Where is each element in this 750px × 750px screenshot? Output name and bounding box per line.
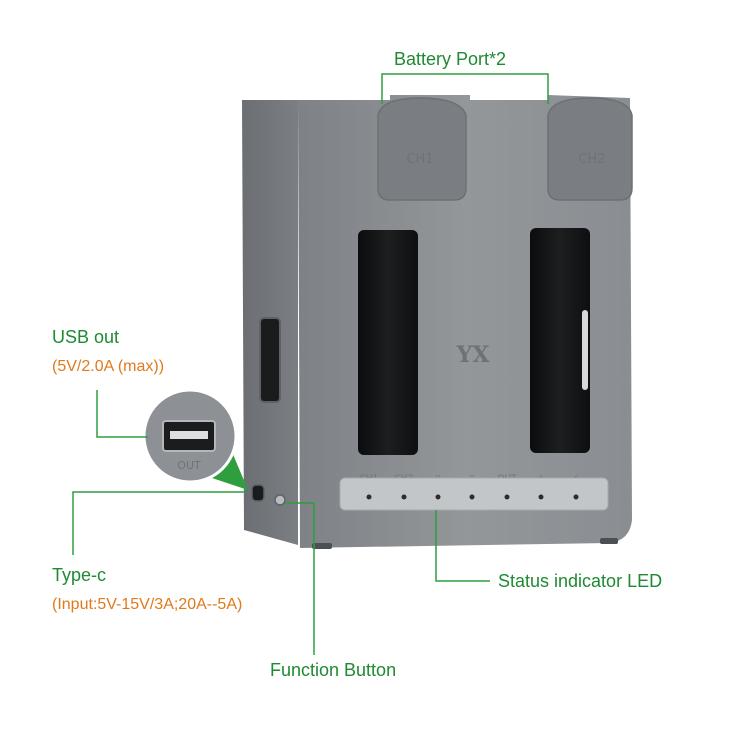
window-right xyxy=(530,228,590,453)
usb-port-tongue xyxy=(170,431,208,439)
leader-type-c xyxy=(72,491,246,555)
usb-port-label: OUT xyxy=(177,459,201,472)
port-label-ch1: CH1 xyxy=(406,152,433,167)
leader-status-led xyxy=(435,510,490,582)
leader-lines xyxy=(72,73,549,655)
label-battery-port: Battery Port*2 xyxy=(394,49,507,69)
leader-battery-port xyxy=(381,73,549,104)
function-button xyxy=(274,494,286,506)
led-dot xyxy=(469,494,475,500)
label-type-c-title: Type-c xyxy=(52,565,107,585)
zoom-connector xyxy=(212,452,248,490)
status-led-dots xyxy=(366,494,579,500)
label-function-button: Function Button xyxy=(270,660,397,680)
led-dot xyxy=(435,494,441,500)
led-dot xyxy=(504,494,510,500)
battery-contact-highlight xyxy=(582,310,588,390)
battery-port-ch2 xyxy=(547,97,633,201)
status-led-strip xyxy=(339,477,609,511)
label-type-c-spec: (Input:5V-15V/3A;20A--5A) xyxy=(52,596,243,613)
device-foot xyxy=(312,543,332,549)
battery-port-ch1 xyxy=(377,97,467,201)
device-foot xyxy=(600,538,618,544)
type-c-port xyxy=(251,484,265,502)
side-vent xyxy=(259,317,281,403)
label-status-led: Status indicator LED xyxy=(498,571,663,591)
led-dot xyxy=(366,494,372,500)
window-left xyxy=(358,230,418,455)
led-dot xyxy=(573,494,579,500)
port-label-ch2: CH2 xyxy=(578,152,605,167)
label-usb-out-spec: (5V/2.0A (max)) xyxy=(52,358,165,375)
brand-logo: YX xyxy=(456,342,491,368)
leader-usb-out xyxy=(96,390,148,438)
led-dot xyxy=(538,494,544,500)
label-usb-out-title: USB out xyxy=(52,327,120,347)
leader-function-button xyxy=(285,502,315,655)
led-dot xyxy=(401,494,407,500)
